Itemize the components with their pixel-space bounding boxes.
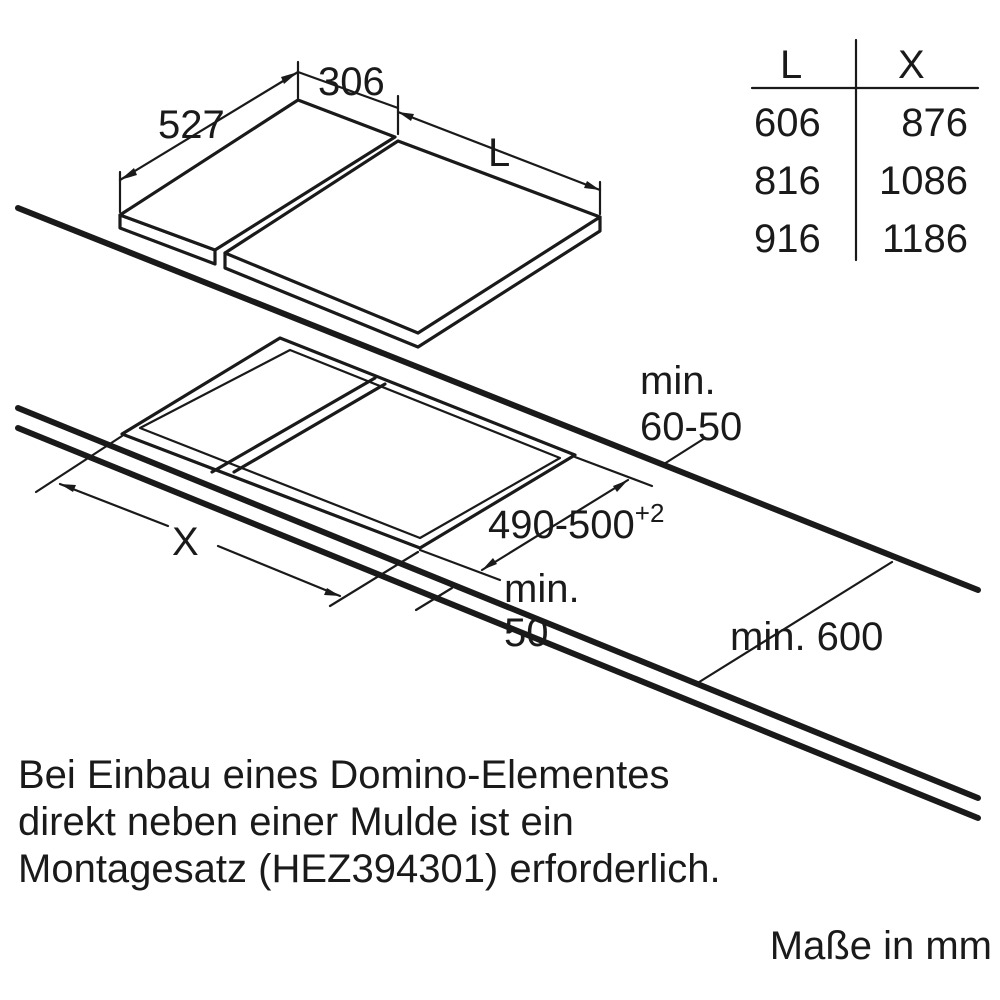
front-clearance-label-line1: min. bbox=[504, 567, 580, 611]
cutout-depth-label: 490-500+2 bbox=[488, 498, 664, 547]
worktop-cutout bbox=[120, 336, 577, 550]
rear-clearance-label-line2: 60-50 bbox=[640, 405, 742, 449]
note-line: Bei Einbau eines Domino-Elementes bbox=[18, 753, 670, 797]
note-line: direkt neben einer Mulde ist ein bbox=[18, 800, 574, 844]
cutout-width-label: X bbox=[172, 520, 199, 564]
domino-width-label: 306 bbox=[318, 60, 385, 104]
worktop-rear-edge bbox=[15, 205, 981, 593]
hob-appliance bbox=[118, 98, 602, 349]
note-line: Montagesatz (HEZ394301) erforderlich. bbox=[18, 847, 721, 891]
table-header-x: X bbox=[898, 43, 925, 87]
table-cell: 606 bbox=[754, 101, 821, 145]
domino-width-dimension bbox=[296, 70, 400, 136]
table-header-l: L bbox=[780, 43, 802, 87]
length-dimension bbox=[396, 110, 602, 216]
installation-note: Bei Einbau eines Domino-Elementes direkt… bbox=[18, 752, 978, 893]
cutout-depth-dimension bbox=[418, 455, 654, 582]
length-label: L bbox=[488, 131, 510, 175]
worktop-front-edge-bottom bbox=[15, 425, 981, 821]
rear-clearance-leader bbox=[662, 436, 707, 466]
depth-label: 527 bbox=[158, 103, 225, 147]
cutout-depth-tolerance: +2 bbox=[635, 498, 665, 528]
units-label: Maße in mm bbox=[769, 924, 992, 968]
table-cell: 876 bbox=[901, 101, 968, 145]
table-cell: 816 bbox=[754, 159, 821, 203]
table-cell: 1186 bbox=[882, 217, 968, 261]
min-depth-label: min. 600 bbox=[730, 615, 883, 659]
front-clearance-leader bbox=[414, 586, 454, 612]
depth-dimension bbox=[118, 60, 300, 214]
min-depth-leader bbox=[694, 560, 894, 686]
front-clearance-label-line2: 50 bbox=[504, 611, 549, 655]
rear-clearance-label-line1: min. bbox=[640, 359, 716, 403]
worktop-front-edge-top bbox=[15, 405, 981, 801]
cutout-width-dimension bbox=[34, 434, 420, 608]
table-cell: 1086 bbox=[879, 159, 968, 203]
dimension-table: L X 606 876 816 1086 916 1186 bbox=[750, 38, 980, 262]
table-cell: 916 bbox=[754, 217, 821, 261]
